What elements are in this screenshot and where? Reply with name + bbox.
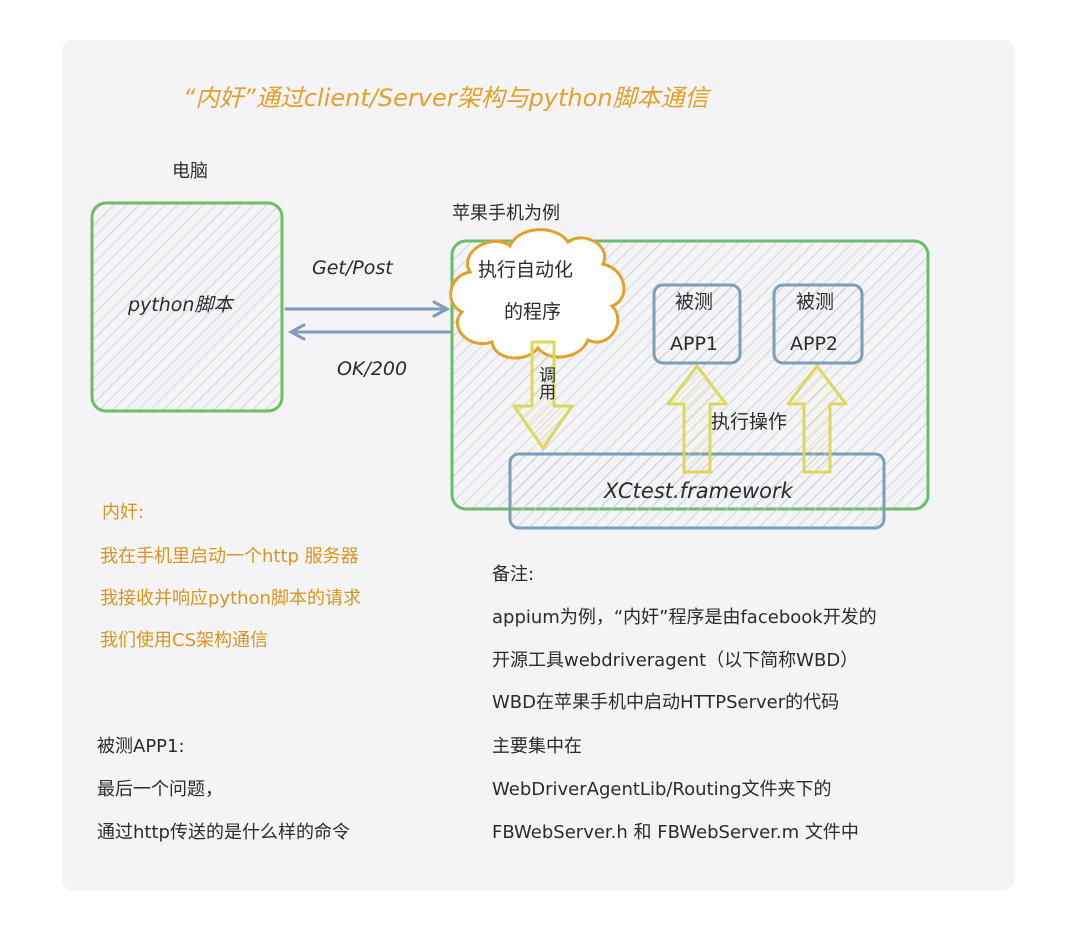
- app2-line1: 被测: [796, 291, 835, 313]
- exec-arrow-app2: [786, 364, 848, 474]
- app2-box: [772, 283, 864, 365]
- spy-note-line: 我接收并响应python脚本的请求: [100, 588, 361, 609]
- response-arrow: [287, 323, 452, 341]
- exec-ops-label: 执行操作: [711, 411, 788, 433]
- remarks-line: WebDriverAgentLib/Routing文件夹下的: [492, 779, 832, 800]
- spy-note-line: 我们使用CS架构通信: [100, 630, 268, 651]
- call-label: 调用: [535, 366, 555, 400]
- spy-note-heading: 内奸:: [102, 502, 145, 523]
- computer-label: 电脑: [172, 161, 208, 182]
- phone-label: 苹果手机为例: [452, 203, 560, 224]
- app-note-line: 最后一个问题，: [97, 779, 223, 800]
- remarks-line: 开源工具webdriveragent（以下简称WBD）: [492, 650, 859, 671]
- app1-line1: 被测: [675, 291, 714, 313]
- spy-note-line: 我在手机里启动一个http 服务器: [100, 546, 359, 567]
- python-script-label: python脚本: [128, 294, 233, 316]
- computer-box: [90, 201, 284, 413]
- remarks-line: 主要集中在: [492, 736, 582, 757]
- remarks-line: appium为例，“内奸”程序是由facebook开发的: [492, 607, 877, 628]
- ok-200-label: OK/200: [337, 358, 408, 380]
- app-note-line: 通过http传送的是什么样的命令: [97, 822, 350, 843]
- call-arrow: [512, 340, 574, 450]
- diagram-title: “内奸”通过client/Server架构与python脚本通信: [183, 84, 709, 112]
- cloud-text-line1: 执行自动化: [478, 259, 574, 281]
- framework-label: XCtest.framework: [604, 479, 793, 503]
- get-post-label: Get/Post: [312, 257, 393, 279]
- remarks-line: WBD在苹果手机中启动HTTPServer的代码: [492, 692, 840, 713]
- cloud-text-line2: 的程序: [504, 301, 562, 323]
- app1-box: [652, 283, 742, 365]
- app-note-heading: 被测APP1:: [97, 736, 185, 757]
- remarks-heading: 备注:: [492, 564, 535, 585]
- automation-cloud: [449, 228, 626, 360]
- exec-arrow-app1: [666, 364, 728, 474]
- request-arrow: [284, 300, 451, 318]
- remarks-line: FBWebServer.h 和 FBWebServer.m 文件中: [492, 822, 859, 843]
- app1-line2: APP1: [670, 333, 719, 355]
- app2-line2: APP2: [790, 333, 839, 355]
